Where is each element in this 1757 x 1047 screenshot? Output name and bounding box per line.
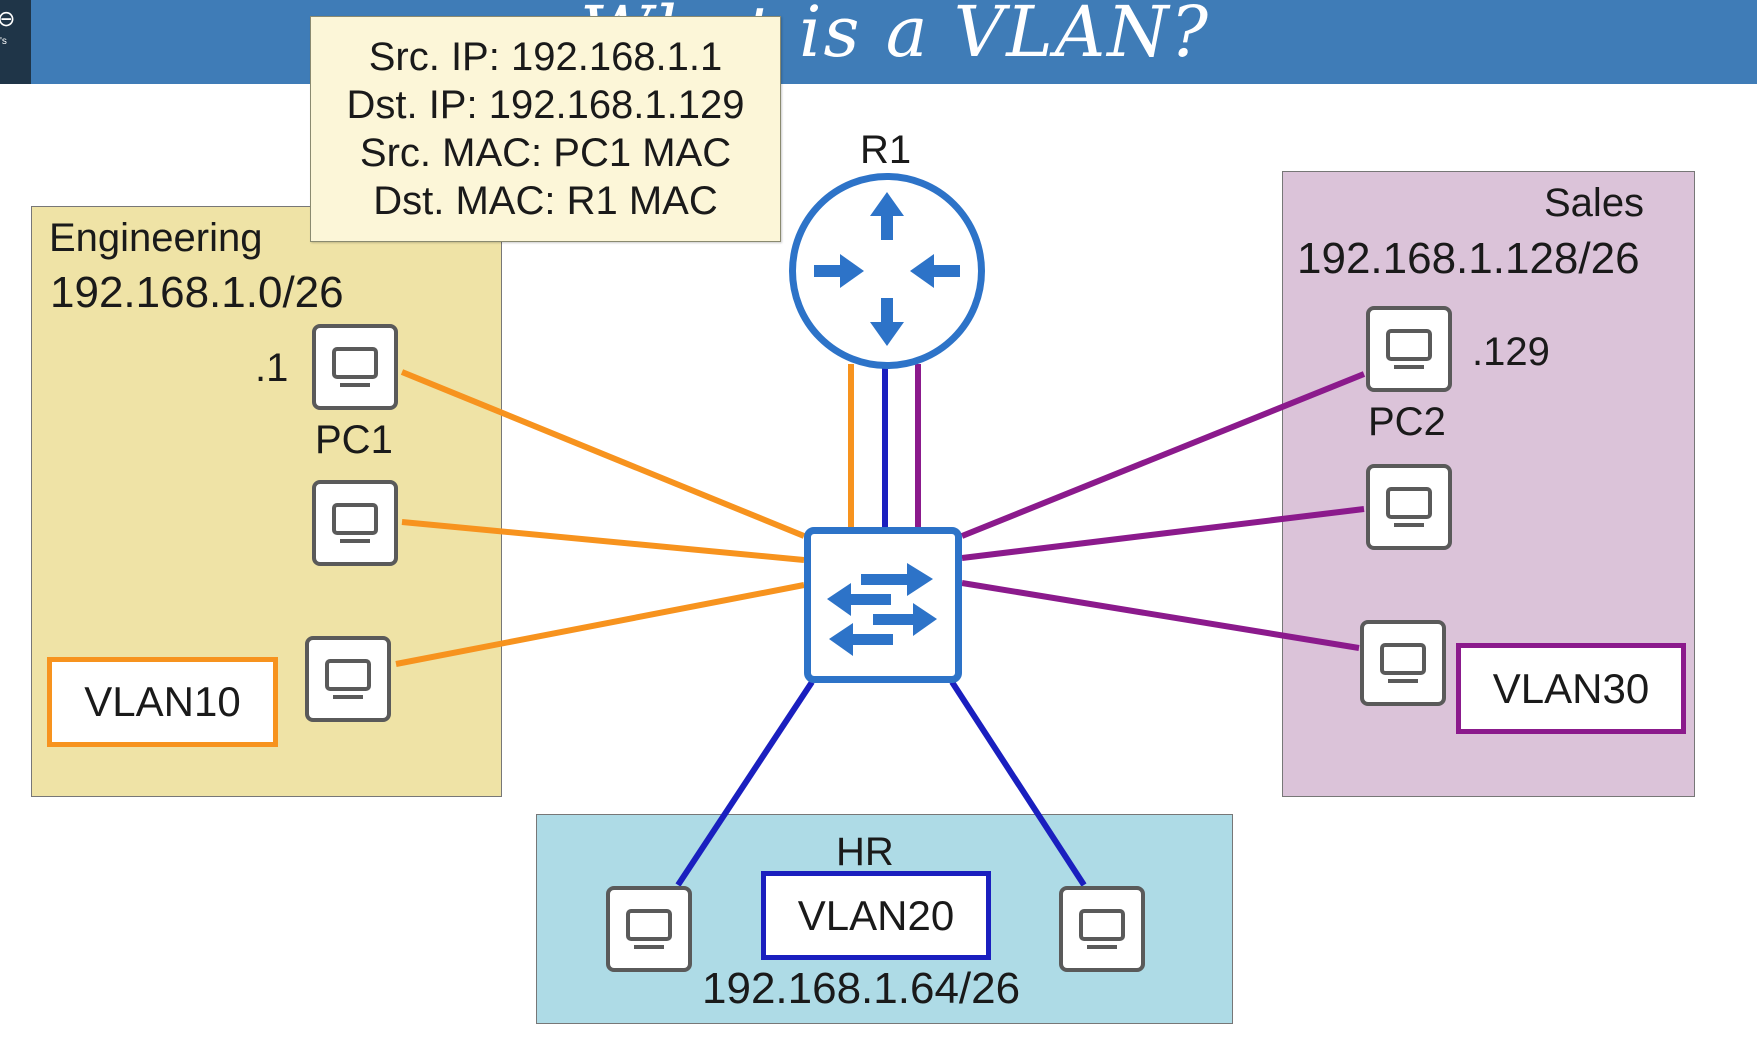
logo-subtext: 's <box>0 36 7 47</box>
sales-subnet: 192.168.1.128/26 <box>1297 234 1640 283</box>
link-sales-pc2 <box>960 371 1366 539</box>
callout-dst-ip: Dst. IP: 192.168.1.129 <box>346 83 745 127</box>
link-eng-pc-mid <box>401 519 805 563</box>
vlan30-tag: VLAN30 <box>1456 643 1686 734</box>
engineering-subnet: 192.168.1.0/26 <box>50 268 344 317</box>
logo-mark: ⊖ <box>0 6 16 31</box>
link-eng-pc1 <box>400 369 806 539</box>
computer-icon <box>325 659 371 699</box>
link-sales-pc-mid <box>961 506 1365 561</box>
pc1-name: PC1 <box>315 418 393 462</box>
computer-icon <box>332 503 378 543</box>
router-label: R1 <box>860 128 912 172</box>
engineering-name: Engineering <box>49 216 263 260</box>
logo: ⊖ 's <box>0 0 31 84</box>
engineering-pc-2[interactable] <box>312 480 398 566</box>
router-r1[interactable] <box>789 173 985 369</box>
pc2[interactable] <box>1366 306 1452 392</box>
pc2-octet: .129 <box>1472 330 1550 374</box>
sales-pc-2[interactable] <box>1366 464 1452 550</box>
link-hr-pc-left <box>675 680 815 887</box>
link-eng-pc-bottom <box>395 582 805 667</box>
link-hr-pc-right <box>949 680 1087 887</box>
switch[interactable] <box>804 527 962 683</box>
hr-pc-1[interactable] <box>606 886 692 972</box>
computer-icon <box>332 347 378 387</box>
router-icon <box>814 192 960 346</box>
hr-pc-2[interactable] <box>1059 886 1145 972</box>
computer-icon <box>1386 487 1432 527</box>
title-bar: ⊖ 's What is a VLAN? <box>0 0 1757 84</box>
sales-pc-3[interactable] <box>1360 620 1446 706</box>
hr-name: HR <box>836 830 894 874</box>
vlan10-tag: VLAN10 <box>47 657 278 747</box>
hr-subnet: 192.168.1.64/26 <box>702 964 1021 1013</box>
engineering-pc-3[interactable] <box>305 636 391 722</box>
computer-icon <box>626 909 672 949</box>
computer-icon <box>1386 329 1432 369</box>
vlan20-tag: VLAN20 <box>761 871 991 960</box>
pc2-name: PC2 <box>1368 400 1446 444</box>
callout-dst-mac: Dst. MAC: R1 MAC <box>373 179 718 223</box>
pc1-octet: .1 <box>255 346 289 390</box>
switch-icon <box>827 563 937 656</box>
link-sales-pc-bottom <box>961 580 1360 651</box>
pc1[interactable] <box>312 324 398 410</box>
computer-icon <box>1079 909 1125 949</box>
computer-icon <box>1380 643 1426 683</box>
callout-src-ip: Src. IP: 192.168.1.1 <box>368 35 723 79</box>
sales-name: Sales <box>1544 181 1645 225</box>
callout-src-mac: Src. MAC: PC1 MAC <box>359 131 732 175</box>
packet-header-callout: Src. IP: 192.168.1.1 Dst. IP: 192.168.1.… <box>310 16 781 242</box>
